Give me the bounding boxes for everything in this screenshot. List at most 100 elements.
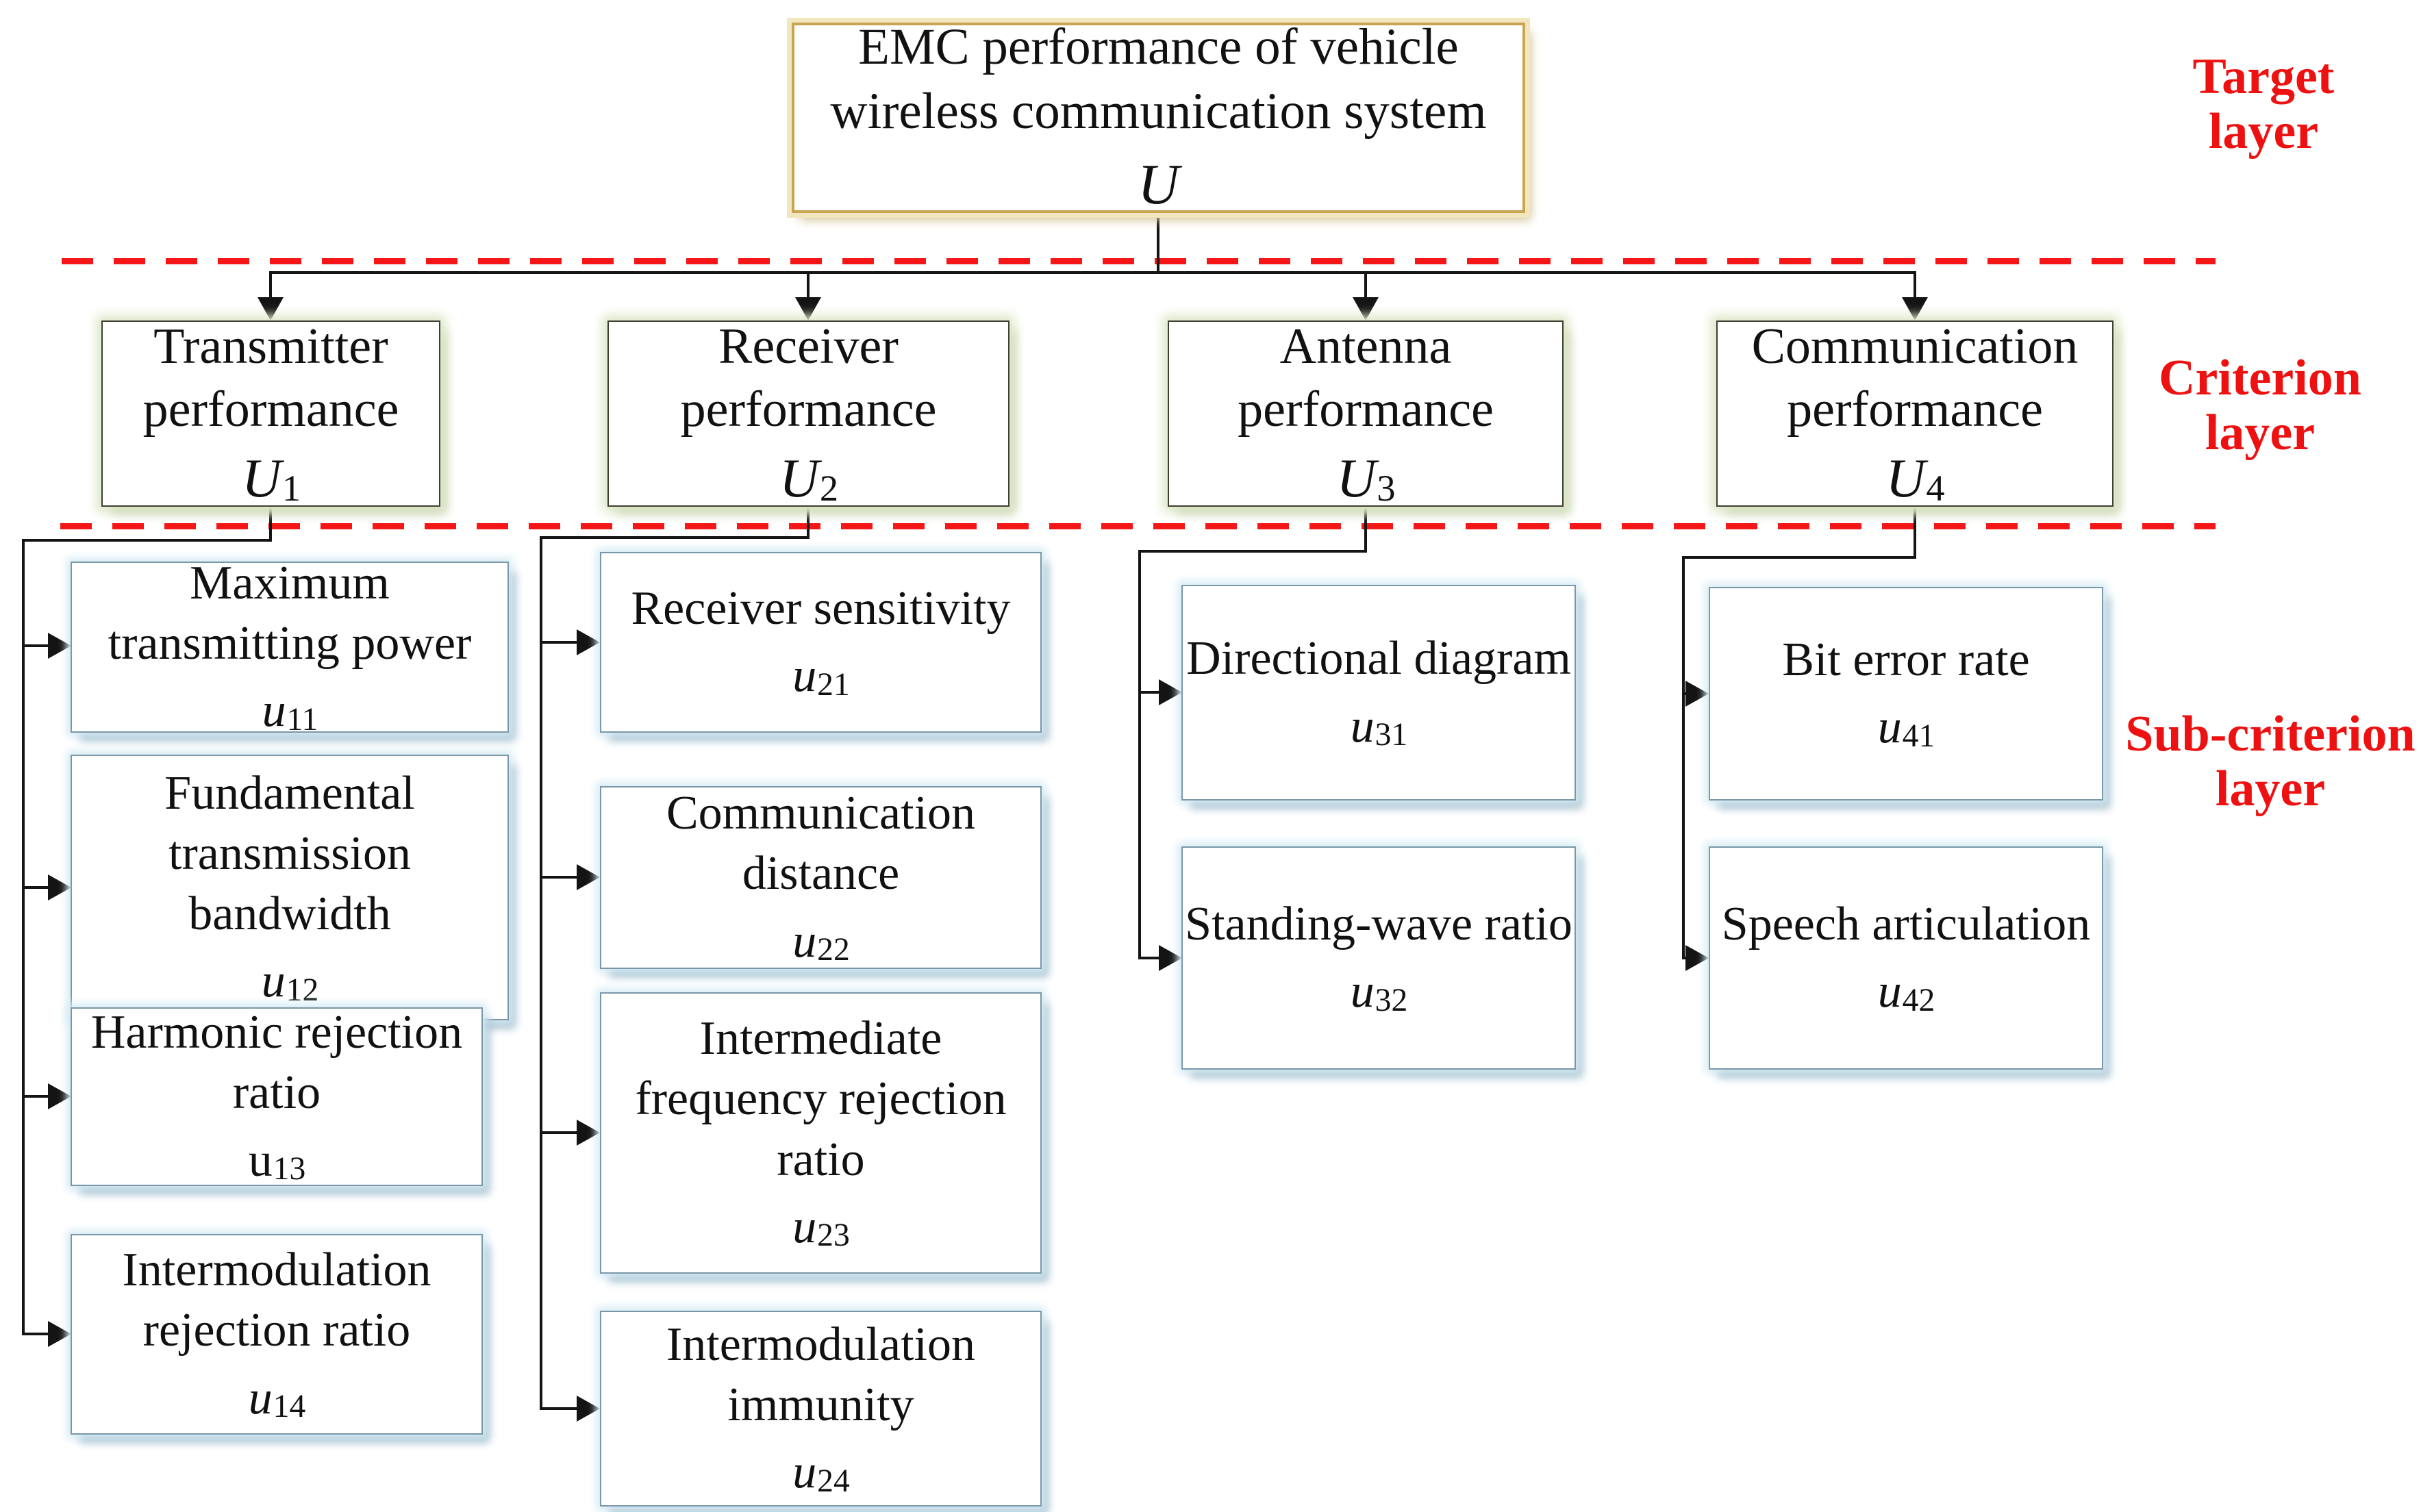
sub-u32-symbol: u xyxy=(1350,965,1375,1018)
arrowhead xyxy=(577,1396,600,1422)
sub-u24-label: Intermodulation immunity xyxy=(666,1318,975,1431)
sub-u13-label: Harmonic rejection ratio xyxy=(90,1006,463,1120)
sub-box-u32: Standing-wave ratio u32 xyxy=(1181,846,1576,1070)
sub-criterion-layer-label-line1: Sub-criterion xyxy=(2125,706,2416,762)
criterion-layer-label-line2: layer xyxy=(2205,405,2316,461)
sub-u42-symbol: u xyxy=(1877,965,1902,1018)
sub-box-u14: Intermodulation rejection ratio u14 xyxy=(71,1234,483,1435)
connector-line xyxy=(540,536,542,1410)
sub-u32-subscript: 32 xyxy=(1375,982,1408,1018)
sub-u21-label: Receiver sensitivity xyxy=(631,581,1011,635)
connector-line xyxy=(269,271,272,301)
criterion-u3-line2: performance xyxy=(1238,381,1494,438)
arrowhead xyxy=(48,874,71,900)
criterion-box-u1: Transmitter performance U1 xyxy=(101,318,440,509)
connector-line xyxy=(540,1407,578,1410)
connector-line xyxy=(1914,271,1916,301)
connector-line xyxy=(1682,556,1916,559)
connector-line xyxy=(1157,213,1159,274)
sub-u23-symbol: u xyxy=(792,1200,817,1253)
connector-line xyxy=(540,641,578,644)
sub-criterion-layer-label-line2: layer xyxy=(2215,761,2326,817)
criterion-u1-subscript: 1 xyxy=(281,468,301,509)
criterion-u4-subscript: 4 xyxy=(1926,468,1945,509)
sub-box-u24: Intermodulation immunity u24 xyxy=(600,1311,1042,1507)
sub-u42-label: Speech articulation xyxy=(1721,897,2091,950)
target-layer-label-line1: Target xyxy=(2192,49,2335,105)
sub-u13-symbol: u xyxy=(248,1133,273,1187)
arrowhead xyxy=(1159,945,1182,971)
sub-box-u23: Intermediate frequency rejection ratio u… xyxy=(600,992,1042,1274)
criterion-u3-line1: Antenna xyxy=(1279,318,1452,375)
sub-u23-label: Intermediate frequency rejection ratio xyxy=(635,1012,1007,1186)
connector-line xyxy=(22,1095,51,1098)
criterion-box-u2: Receiver performance U2 xyxy=(607,318,1009,509)
sub-u32-label: Standing-wave ratio xyxy=(1185,897,1572,950)
sub-u22-label: Communication distance xyxy=(666,787,976,900)
sub-criterion-layer-label: Sub-criterion layer xyxy=(2120,707,2421,816)
connector-line xyxy=(22,886,51,889)
sub-u14-symbol: u xyxy=(248,1371,273,1424)
sub-u31-subscript: 31 xyxy=(1375,717,1408,753)
connector-line xyxy=(540,536,810,539)
criterion-u4-line2: performance xyxy=(1787,381,2043,438)
sub-u12-subscript: 12 xyxy=(286,972,319,1008)
arrowhead xyxy=(1353,297,1379,320)
sub-u13-subscript: 13 xyxy=(273,1151,306,1187)
arrowhead xyxy=(577,864,600,890)
sub-u23-subscript: 23 xyxy=(817,1218,850,1254)
criterion-box-u4: Communication performance U4 xyxy=(1716,318,2113,509)
sub-u11-label: Maximum transmitting power xyxy=(108,556,472,670)
sub-u24-symbol: u xyxy=(792,1446,817,1499)
arrowhead xyxy=(1159,679,1182,705)
target-layer-label-line2: layer xyxy=(2208,103,2319,160)
sub-u22-subscript: 22 xyxy=(817,932,850,968)
criterion-u3-subscript: 3 xyxy=(1377,468,1396,509)
arrowhead xyxy=(48,633,71,659)
connector-line xyxy=(807,271,810,301)
criterion-u4-line1: Communication xyxy=(1751,318,2079,375)
target-box-symbol: U xyxy=(1138,152,1179,216)
sub-u21-symbol: u xyxy=(792,649,817,702)
sub-u24-subscript: 24 xyxy=(817,1463,850,1499)
connector-line xyxy=(22,539,25,1335)
connector-line xyxy=(1138,957,1160,959)
connector-line xyxy=(270,271,1916,274)
connector-line xyxy=(807,507,810,539)
arrowhead xyxy=(48,1321,71,1347)
arrowhead xyxy=(1685,945,1709,971)
sub-u41-subscript: 41 xyxy=(1902,718,1935,754)
arrowhead xyxy=(48,1083,71,1109)
criterion-u2-line1: Receiver xyxy=(718,318,899,375)
connector-line xyxy=(269,507,272,542)
connector-line xyxy=(540,876,578,879)
sub-box-u12: Fundamental transmission bandwidth u12 xyxy=(71,755,509,1020)
sub-u12-symbol: u xyxy=(261,955,286,1008)
connector-line xyxy=(1364,271,1367,301)
connector-line xyxy=(1138,550,1141,959)
sub-box-u42: Speech articulation u42 xyxy=(1709,846,2103,1070)
sub-box-u31: Directional diagram u31 xyxy=(1181,585,1576,801)
arrowhead xyxy=(258,297,284,320)
arrowhead xyxy=(577,629,600,655)
sub-u14-label: Intermodulation rejection ratio xyxy=(122,1244,431,1357)
sub-box-u21: Receiver sensitivity u21 xyxy=(600,552,1042,733)
sub-u41-label: Bit error rate xyxy=(1782,633,2030,686)
sub-u42-subscript: 42 xyxy=(1902,982,1935,1018)
arrowhead xyxy=(577,1120,600,1146)
target-box: EMC performance of vehicle wireless comm… xyxy=(792,18,1525,216)
criterion-u1-symbol: U xyxy=(242,448,281,509)
criterion-u1-line1: Transmitter xyxy=(153,318,388,375)
layer-divider-dashed-line-2 xyxy=(60,523,2216,529)
criterion-layer-label-line1: Criterion xyxy=(2159,350,2361,406)
connector-line xyxy=(1138,691,1160,694)
arrowhead xyxy=(1685,681,1709,707)
sub-u31-label: Directional diagram xyxy=(1186,632,1571,685)
criterion-u2-subscript: 2 xyxy=(819,468,839,509)
sub-u21-subscript: 21 xyxy=(817,666,850,703)
sub-u41-symbol: u xyxy=(1877,701,1902,753)
connector-line xyxy=(540,1131,578,1134)
connector-line xyxy=(1682,556,1685,959)
criterion-u1-line2: performance xyxy=(142,381,399,438)
connector-line xyxy=(1364,507,1367,553)
